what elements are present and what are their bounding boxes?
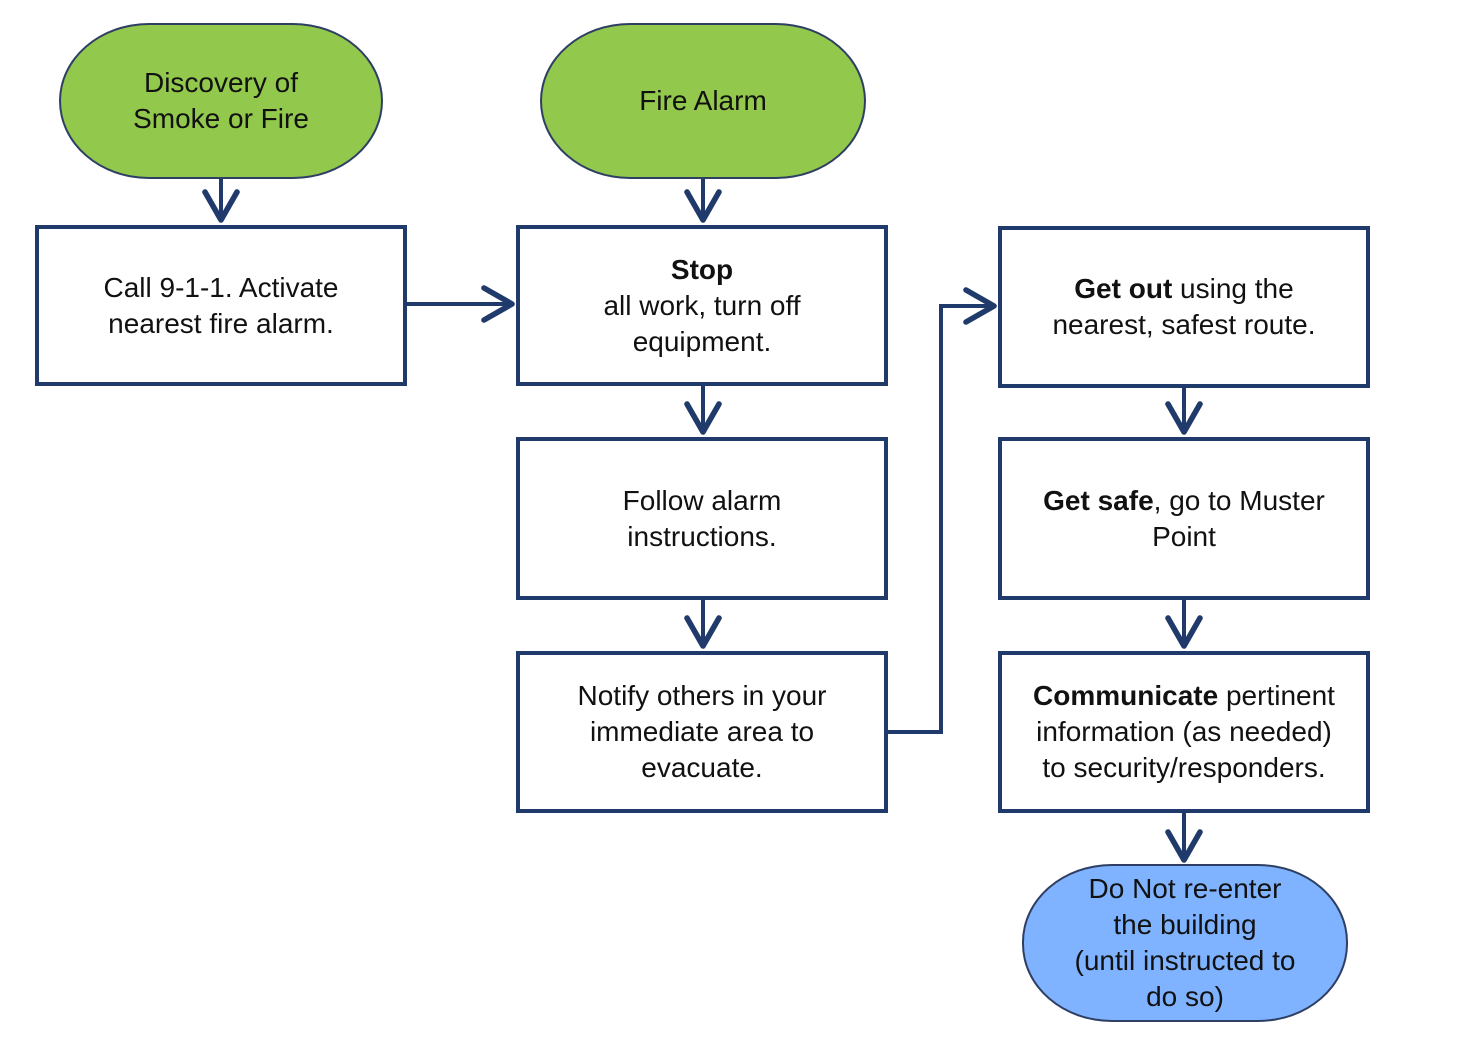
discovery-line-2: Smoke or Fire [133,103,309,134]
notify-line-3: evacuate. [641,752,763,783]
get-safe-bold: Get safe [1043,484,1154,516]
follow-line-2: instructions. [627,520,777,552]
end-terminal-do-not-reenter: Do Not re-enter the building (until inst… [1022,864,1348,1022]
get-out-bold: Get out [1074,273,1173,304]
communicate-line-2: information (as needed) [1036,716,1332,747]
get-safe-line-1: Get safe, go to Muster [1043,483,1325,519]
stop-line-2: equipment. [632,325,772,357]
step-stop: Stop all work, turn off equipment. [516,225,888,386]
do-not-reenter-line-3: (until instructed to [1074,945,1296,976]
start-terminal-discovery: Discovery of Smoke or Fire [59,23,383,179]
do-not-reenter-line-4: do so) [1146,981,1224,1012]
notify-line-2: immediate area to [589,716,815,747]
step-follow-alarm: Follow alarm instructions. [516,437,888,600]
do-not-reenter-line-1: Do Not re-enter [1088,873,1282,904]
call-911-line-2: nearest fire alarm. [108,307,334,339]
stop-heading: Stop [670,253,734,285]
get-out-line-2: nearest, safest route. [1052,309,1316,340]
get-safe-rest: , go to Muster [1153,484,1325,516]
follow-line-1: Follow alarm [622,484,782,516]
communicate-line-1: Communicate pertinent [1033,678,1335,714]
fire-alarm-line-1: Fire Alarm [639,85,767,116]
get-out-line-1: Get out using the [1074,271,1293,307]
communicate-bold: Communicate [1033,680,1219,711]
discovery-line-1: Discovery of [143,67,299,98]
step-notify-others: Notify others in your immediate area to … [516,651,888,813]
arrow-notify-to-getout [888,287,997,734]
do-not-reenter-line-2: the building [1113,909,1257,940]
call-911-line-1: Call 9-1-1. Activate [103,271,339,303]
step-call-911: Call 9-1-1. Activate nearest fire alarm. [35,225,407,386]
notify-line-1: Notify others in your [577,680,827,711]
start-terminal-fire-alarm: Fire Alarm [540,23,866,179]
get-out-rest: using the [1172,273,1294,304]
stop-line-1: all work, turn off [603,289,801,321]
step-get-safe: Get safe, go to Muster Point [998,437,1370,600]
step-communicate: Communicate pertinent information (as ne… [998,651,1370,813]
step-get-out: Get out using the nearest, safest route. [998,226,1370,388]
communicate-line-3: to security/responders. [1042,752,1326,783]
get-safe-line-2: Point [1152,520,1216,552]
communicate-rest: pertinent [1218,680,1335,711]
